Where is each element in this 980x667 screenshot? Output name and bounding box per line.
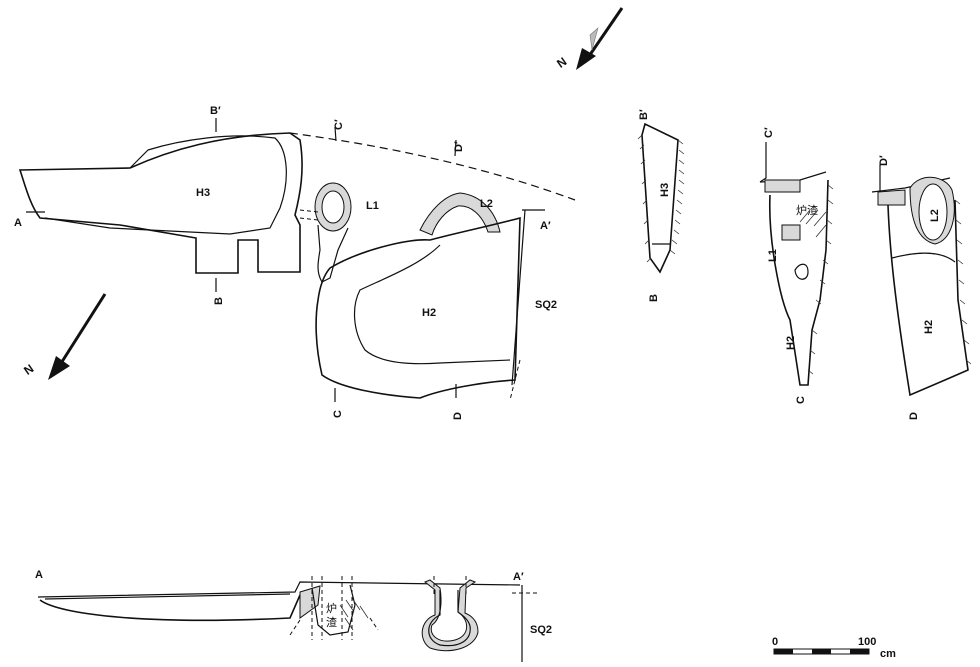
l1-neck bbox=[317, 224, 349, 283]
svg-text:N: N bbox=[554, 54, 569, 70]
h2-label: H2 bbox=[422, 307, 436, 319]
cc-l1: L1 bbox=[767, 249, 779, 262]
l2-outline bbox=[419, 192, 501, 236]
h2-outline bbox=[315, 216, 521, 399]
aa-slag-2: 渣 bbox=[326, 615, 337, 629]
aa-left: A bbox=[35, 569, 43, 581]
mark-d-prime: D′ bbox=[453, 141, 465, 152]
cc-bottom: C bbox=[795, 396, 807, 404]
mark-b-prime: B′ bbox=[210, 105, 221, 117]
section-cc: C′ C L1 H2 炉渣 bbox=[759, 127, 834, 404]
mark-c-prime: C′ bbox=[333, 119, 345, 130]
cc-top: C′ bbox=[763, 127, 775, 138]
scale-zero: 0 bbox=[772, 636, 778, 648]
svg-text:N: N bbox=[21, 361, 36, 377]
h3-label: H3 bbox=[196, 187, 210, 199]
cc-slag: 炉渣 bbox=[796, 203, 818, 217]
bb-bottom: B bbox=[648, 294, 660, 302]
l1-label: L1 bbox=[366, 200, 379, 212]
dd-bottom: D bbox=[908, 412, 920, 420]
mark-d: D bbox=[452, 412, 464, 420]
mark-b: B bbox=[213, 297, 225, 305]
sq2-boundary bbox=[511, 209, 526, 386]
dd-l2: L2 bbox=[929, 209, 941, 222]
h3-inner-step bbox=[44, 135, 287, 235]
scale-max: 100 bbox=[858, 636, 876, 648]
mark-a: A bbox=[14, 217, 22, 229]
aa-slag-1: 炉 bbox=[326, 602, 337, 615]
section-bb: B′ B H3 bbox=[637, 109, 685, 302]
dd-top: D′ bbox=[878, 155, 890, 166]
aa-right: A′ bbox=[513, 571, 524, 583]
north-arrow-icon: N bbox=[21, 293, 107, 380]
dashed-edge bbox=[289, 132, 576, 201]
scale-unit: cm bbox=[880, 648, 896, 660]
mark-a-prime: A′ bbox=[540, 220, 551, 232]
mark-c: C bbox=[332, 410, 344, 418]
l2-label: L2 bbox=[480, 198, 493, 210]
h3-outline bbox=[18, 132, 303, 274]
scale-bar: 0 100 cm bbox=[772, 636, 896, 660]
bb-h3: H3 bbox=[659, 183, 671, 197]
aa-sq2: SQ2 bbox=[530, 624, 552, 636]
cc-h2: H2 bbox=[785, 336, 797, 350]
section-dd: D′ D L2 H2 bbox=[871, 155, 972, 420]
h2-inner bbox=[353, 244, 511, 365]
plan-view: H3 L1 L2 H2 SQ2 A A′ B′ B C′ C D′ D N bbox=[14, 105, 576, 420]
dd-h2: H2 bbox=[923, 320, 935, 334]
section-aa: A A′ SQ2 炉 渣 bbox=[35, 569, 552, 662]
bb-top: B′ bbox=[638, 109, 650, 120]
sq2-label: SQ2 bbox=[535, 299, 557, 311]
north-arrow-top-icon: N bbox=[554, 7, 624, 71]
